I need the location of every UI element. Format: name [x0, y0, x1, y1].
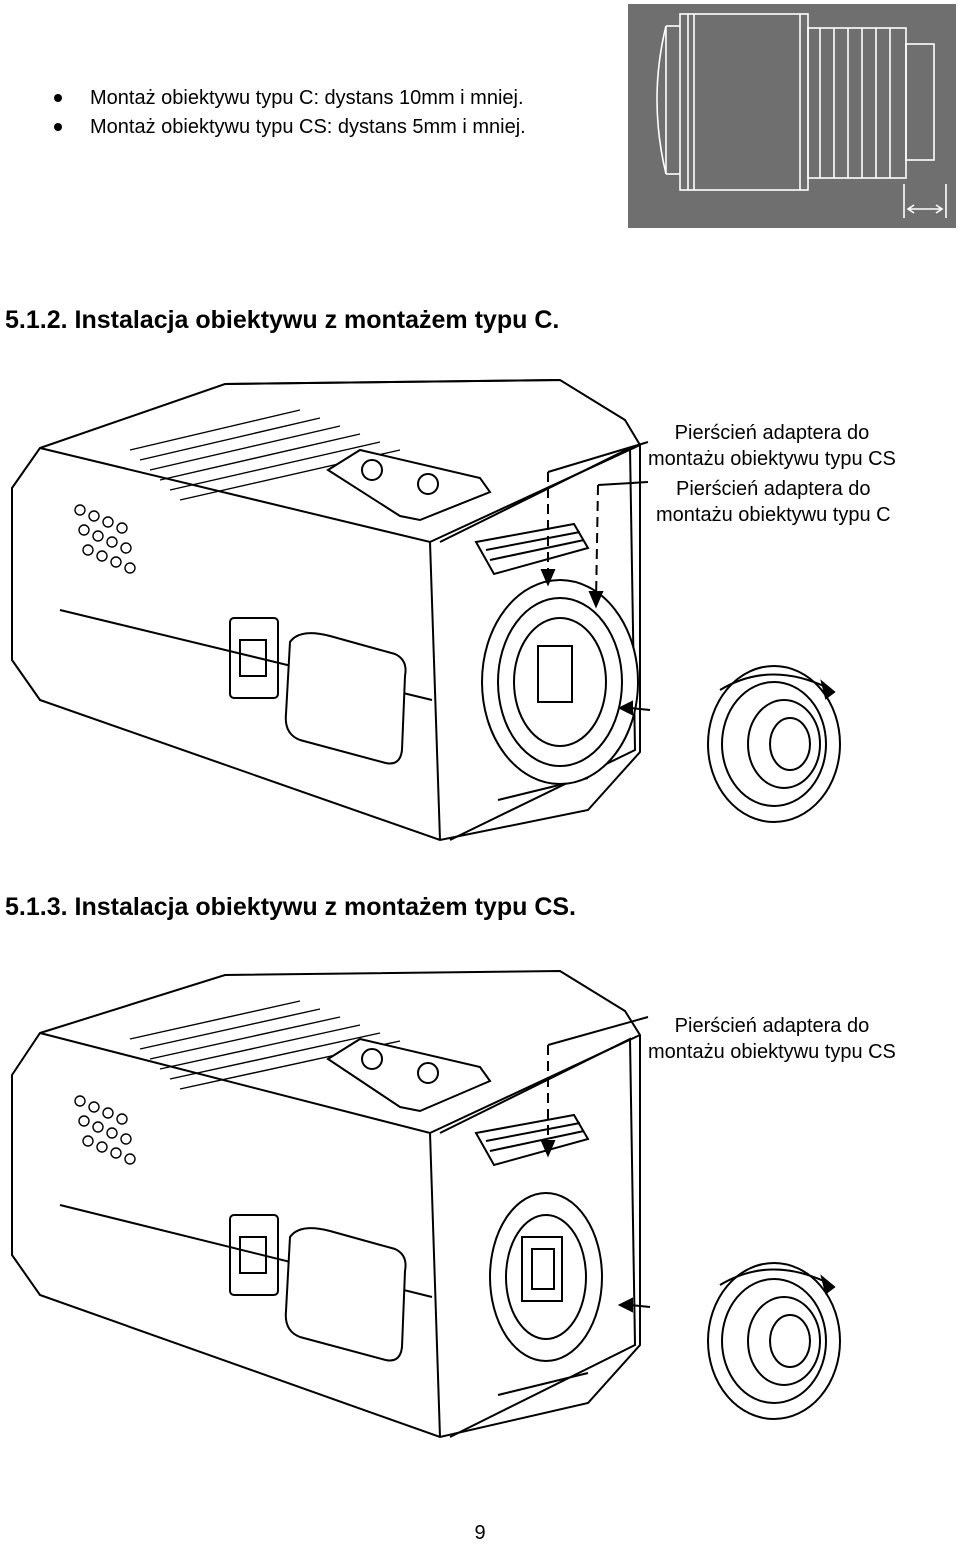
callout-line: Pierścień adaptera do — [674, 422, 870, 444]
callout-line: montażu obiektywu typu CS — [648, 1041, 896, 1063]
bullet-icon — [54, 94, 62, 102]
page-number: 9 — [474, 1522, 486, 1544]
section-heading-c-mount: 5.1.2. Instalacja obiektywu z montażem t… — [5, 306, 560, 334]
callout-line: Pierścień adaptera do — [675, 478, 871, 500]
camera-illustration-cs-mount — [0, 955, 960, 1450]
note-c-mount: Montaż obiektywu typu C: dystans 10mm i … — [90, 87, 524, 109]
distance-notes: Montaż obiektywu typu C: dystans 10mm i … — [48, 84, 526, 142]
note-cs-mount: Montaż obiektywu typu CS: dystans 5mm i … — [90, 116, 526, 138]
callout-cs-adapter-ring: Pierścień adaptera do montażu obiektywu … — [648, 1013, 896, 1065]
section-heading-cs-mount: 5.1.3. Instalacja obiektywu z montażem t… — [5, 893, 576, 921]
lens-profile-drawing — [656, 13, 947, 218]
list-item: Montaż obiektywu typu C: dystans 10mm i … — [48, 84, 526, 113]
camera-cs-mount-drawing — [11, 969, 841, 1439]
camera-illustration-c-mount — [0, 370, 960, 850]
callout-line: Pierścień adaptera do — [674, 1015, 870, 1037]
callout-line: montażu obiektywu typu CS — [648, 448, 896, 470]
list-item: Montaż obiektywu typu CS: dystans 5mm i … — [48, 113, 526, 142]
bullet-icon — [54, 123, 62, 131]
callout-cs-adapter-ring: Pierścień adaptera do montażu obiektywu … — [648, 420, 896, 472]
callout-line: montażu obiektywu typu C — [656, 504, 891, 526]
callout-c-adapter-ring: Pierścień adaptera do montażu obiektywu … — [656, 476, 891, 528]
lens-profile-diagram — [628, 4, 956, 228]
camera-c-mount-drawing — [11, 378, 841, 842]
